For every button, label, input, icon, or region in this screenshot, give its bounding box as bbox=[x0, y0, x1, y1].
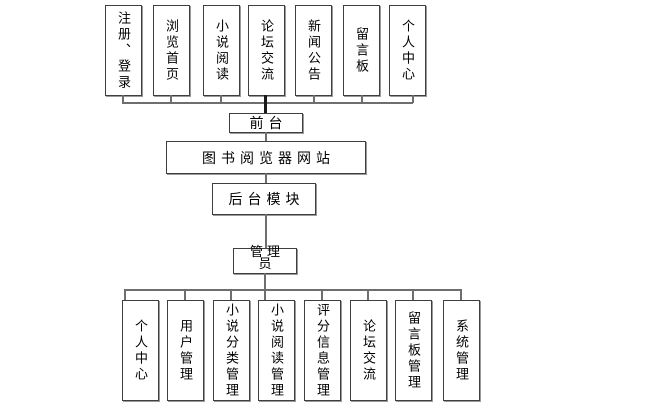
connector-frontend-to-root bbox=[265, 132, 267, 142]
backend-module-box-message-board-management: 留言板管理 bbox=[395, 300, 432, 401]
connector-admin-to-bus bbox=[264, 273, 266, 301]
frontend-module-box-personal-center: 个人中心 bbox=[389, 5, 426, 96]
connector-stub-message-board-management bbox=[412, 289, 414, 301]
connector-stub-browse-homepage bbox=[170, 95, 172, 103]
connector-backend-to-admin bbox=[265, 214, 267, 249]
admin-label: 管理 员 bbox=[246, 244, 284, 271]
frontend-module-label-novel-reading: 小说阅读 bbox=[214, 18, 229, 83]
connector-frontend-bus bbox=[122, 102, 413, 104]
backend-module-box-novel-reading-management: 小说阅读管理 bbox=[258, 300, 295, 401]
frontend-module-box-forum-exchange: 论坛交流 bbox=[248, 5, 285, 96]
backend-module-box-personal-center: 个人中心 bbox=[122, 300, 159, 401]
frontend-module-box-news-announcement: 新闻公告 bbox=[295, 5, 332, 96]
admin-label-line1: 管理 bbox=[249, 244, 284, 259]
connector-stub-novel-reading bbox=[220, 95, 222, 103]
backend-module-label-user-management: 用户管理 bbox=[178, 318, 193, 383]
backend-module-label-novel-reading-management: 小说阅读管理 bbox=[269, 302, 284, 399]
frontend-module-label-register-login: 注册、登录 bbox=[116, 10, 131, 91]
backend-module-label-forum-exchange: 论坛交流 bbox=[361, 318, 376, 383]
backend-module-label-personal-center: 个人中心 bbox=[133, 318, 148, 383]
frontend-label: 前台 bbox=[249, 115, 288, 131]
backend-module-label-message-board-management: 留言板管理 bbox=[406, 310, 421, 391]
frontend-box: 前台 bbox=[229, 113, 303, 133]
connector-stub-novel-category-management bbox=[230, 289, 232, 301]
connector-bus-to-frontend bbox=[264, 95, 267, 114]
connector-stub-user-management bbox=[184, 289, 186, 301]
connector-stub-personal-center bbox=[412, 95, 414, 103]
admin-box: 管理 员 bbox=[233, 244, 297, 274]
frontend-module-box-browse-homepage: 浏览首页 bbox=[153, 5, 190, 96]
site-root-box: 图书阅览器网站 bbox=[166, 141, 366, 174]
connector-stub-system-management bbox=[460, 289, 462, 301]
site-root-label: 图书阅览器网站 bbox=[202, 149, 335, 166]
frontend-module-box-novel-reading: 小说阅读 bbox=[203, 5, 240, 96]
connector-backend-bus bbox=[124, 289, 461, 291]
connector-stub-personal-center-admin bbox=[124, 289, 126, 301]
backend-module-box-user-management: 用户管理 bbox=[167, 300, 204, 401]
connector-root-to-backend bbox=[265, 173, 267, 184]
frontend-module-label-news-announcement: 新闻公告 bbox=[306, 18, 321, 83]
admin-label-line2: 员 bbox=[258, 256, 276, 271]
backend-module-box: 后台模块 bbox=[212, 183, 316, 215]
frontend-module-box-message-board: 留言板 bbox=[343, 5, 380, 96]
backend-module-box-novel-category-management: 小说分类管理 bbox=[213, 300, 250, 401]
frontend-module-label-browse-homepage: 浏览首页 bbox=[164, 18, 179, 83]
connector-stub-news-announcement bbox=[313, 95, 315, 103]
connector-stub-forum-exchange-admin bbox=[367, 289, 369, 301]
backend-module-box-forum-exchange: 论坛交流 bbox=[350, 300, 387, 401]
backend-module-label-rating-info-management: 评分信息管理 bbox=[315, 302, 330, 399]
frontend-module-label-personal-center: 个人中心 bbox=[400, 18, 415, 83]
frontend-module-label-forum-exchange: 论坛交流 bbox=[259, 18, 274, 83]
frontend-module-box-register-login: 注册、登录 bbox=[105, 5, 142, 96]
backend-module-box-system-management: 系统管理 bbox=[443, 300, 480, 401]
backend-module-box-rating-info-management: 评分信息管理 bbox=[304, 300, 341, 401]
backend-module-label-novel-category-management: 小说分类管理 bbox=[224, 302, 239, 399]
connector-stub-rating-info-management bbox=[321, 289, 323, 301]
connector-stub-register-login bbox=[122, 95, 124, 103]
backend-module-label: 后台模块 bbox=[228, 191, 305, 207]
frontend-module-label-message-board: 留言板 bbox=[354, 26, 369, 75]
connector-stub-message-board bbox=[361, 95, 363, 103]
backend-module-label-system-management: 系统管理 bbox=[454, 318, 469, 383]
